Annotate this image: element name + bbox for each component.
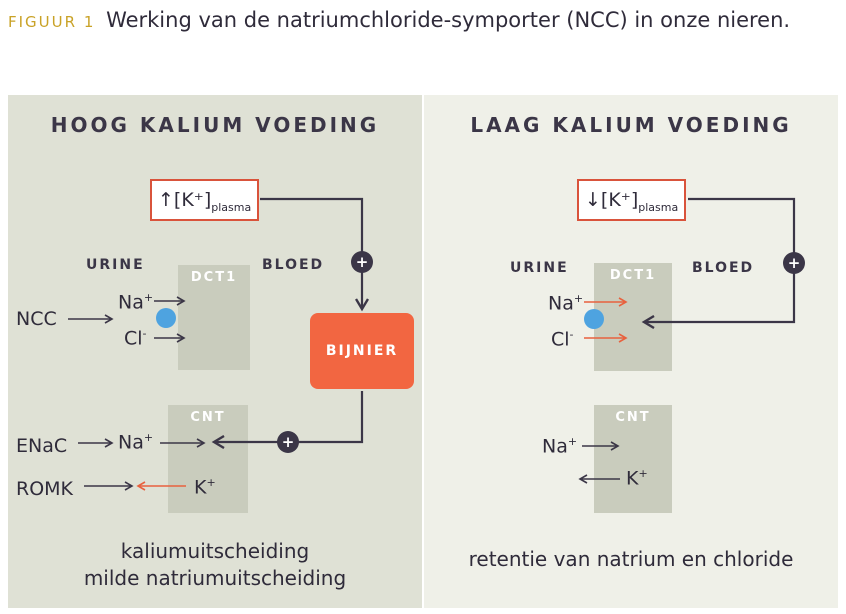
bloed-label: BLOED <box>262 257 325 273</box>
urine-label: URINE <box>86 257 145 273</box>
chloride-label: Cl- <box>551 328 574 351</box>
dct1-segment: DCT1 <box>178 265 250 370</box>
figure-label: FIGUUR 1 <box>8 13 96 31</box>
dct1-label: DCT1 <box>190 270 238 285</box>
urine-label: URINE <box>510 260 569 276</box>
sodium-label-cnt: Na+ <box>542 435 578 458</box>
plus-icon <box>351 251 373 273</box>
adrenal-to-cnt <box>214 391 364 442</box>
svg-text:+: + <box>788 254 801 272</box>
panel-title: LAAG KALIUM VOEDING <box>470 113 792 137</box>
right-arrows: + <box>578 197 805 484</box>
ncc-transporter-dot <box>156 308 176 328</box>
plasma-sub: plasma <box>638 200 679 214</box>
plasma-potassium-low: ↓[K⁺]plasma <box>577 179 687 221</box>
dct1-label: DCT1 <box>609 268 657 283</box>
potassium-text: ↑[K⁺] <box>158 189 212 211</box>
enac-label: ENaC <box>16 435 68 457</box>
bloed-label: BLOED <box>692 260 755 276</box>
plasma-sub: plasma <box>211 200 252 214</box>
chloride-label: Cl- <box>124 327 147 350</box>
left-footer: kaliumuitscheiding milde natriumuitschei… <box>8 538 422 592</box>
loop-to-adrenal <box>260 197 362 309</box>
svg-text:+: + <box>356 253 369 271</box>
sodium-label-dct1: Na+ <box>548 292 584 315</box>
panel-title: HOOG KALIUM VOEDING <box>50 113 380 137</box>
right-footer: retentie van natrium en chloride <box>468 547 794 571</box>
sodium-label-dct1: Na+ <box>118 291 154 314</box>
cnt-label: CNT <box>615 410 651 425</box>
potassium-label-cnt: K+ <box>194 476 216 499</box>
dct1-segment: DCT1 <box>594 263 672 371</box>
figure-title: Werking van de natriumchloride-symporter… <box>106 8 791 32</box>
sodium-label-cnt: Na+ <box>118 431 154 454</box>
plus-icon <box>783 252 805 274</box>
bijnier-label: BIJNIER <box>325 343 399 359</box>
svg-text:+: + <box>282 433 295 451</box>
ncc-transporter-dot <box>584 309 604 329</box>
romk-label: ROMK <box>16 478 74 500</box>
potassium-label-cnt: K+ <box>626 467 648 490</box>
cnt-segment: CNT <box>594 405 672 513</box>
plus-icon <box>277 431 299 453</box>
potassium-text: ↓[K⁺] <box>585 189 639 211</box>
loop-to-dct1 <box>644 197 796 322</box>
footer-line-2: milde natriumuitscheiding <box>83 566 347 590</box>
figure-caption: FIGUUR 1 Werking van de natriumchloride-… <box>8 8 790 32</box>
ncc-label: NCC <box>16 308 57 330</box>
cnt-label: CNT <box>190 410 226 425</box>
plasma-potassium-high: ↑[K⁺]plasma <box>150 179 260 221</box>
footer-line-1: kaliumuitscheiding <box>120 539 310 563</box>
left-arrows: + + <box>68 197 373 491</box>
cnt-segment: CNT <box>168 405 248 513</box>
panel-low-potassium: LAAG KALIUM VOEDING DCT1 CNT ↓[K⁺]plasma… <box>424 95 838 608</box>
adrenal-gland-box: BIJNIER <box>310 313 414 389</box>
panel-high-potassium: HOOG KALIUM VOEDING DCT1 CNT ↑[K⁺]plasma… <box>8 95 422 608</box>
